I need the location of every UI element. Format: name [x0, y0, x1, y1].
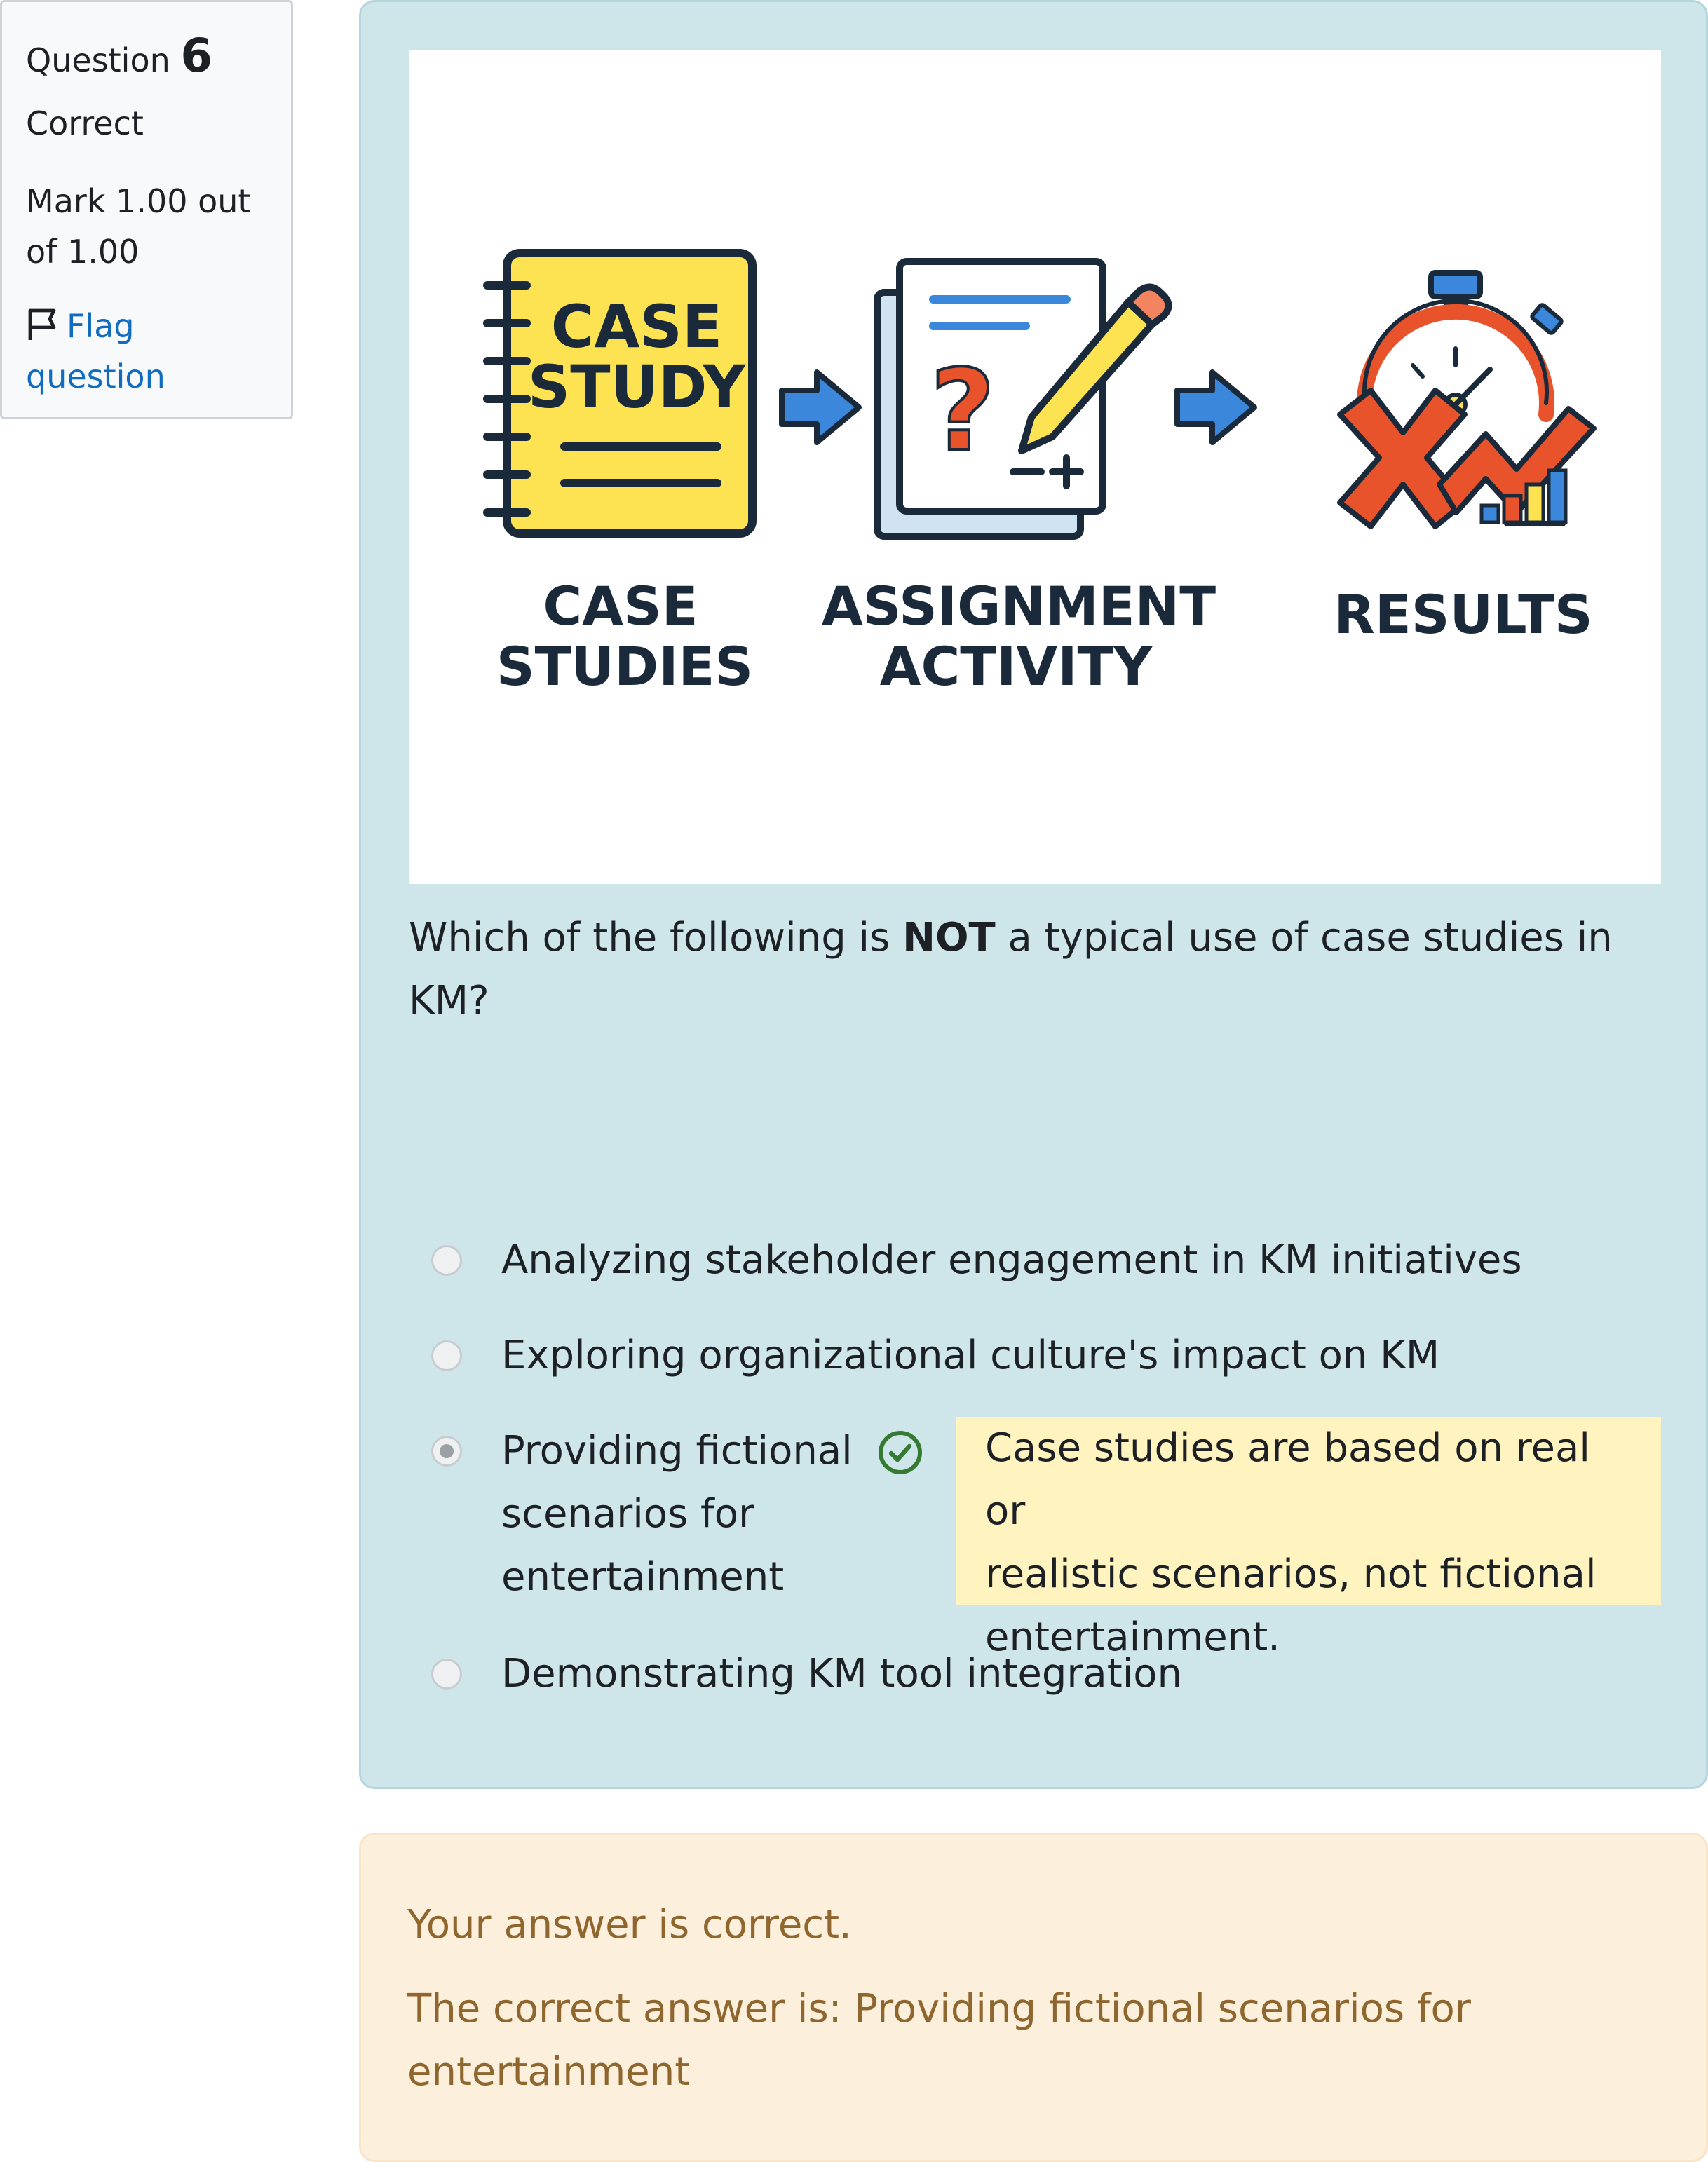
- question-text-bold: NOT: [902, 915, 996, 960]
- outcome-right-answer: The correct answer is: Providing fiction…: [407, 1986, 1471, 2095]
- svg-text:?: ?: [930, 345, 996, 476]
- specific-feedback-line-2: realistic scenarios, not fictional: [985, 1551, 1597, 1597]
- caption-assignment-1: ASSIGNMENT: [822, 575, 1216, 637]
- answer-label-3-line-2: scenarios for: [501, 1491, 755, 1537]
- flag-question-link[interactable]: Flag question: [26, 301, 278, 402]
- assignment-icon: ?: [874, 258, 1106, 540]
- answer-label-4: Demonstrating KM tool integration: [501, 1651, 1183, 1697]
- question-info-panel: Question 6 Correct Mark 1.00 out of 1.00…: [0, 0, 293, 419]
- caption-assignment-2: ACTIVITY: [880, 635, 1153, 698]
- answer-label-3-line-1: Providing fictional: [501, 1428, 853, 1474]
- cross-icon: [1337, 388, 1597, 529]
- answer-radio-3[interactable]: [431, 1436, 462, 1467]
- notebook-title-1: CASE: [551, 292, 723, 361]
- pencil-icon: [1018, 283, 1172, 454]
- specific-feedback: Case studies are based on real or realis…: [956, 1417, 1661, 1660]
- caption-results: RESULTS: [1334, 583, 1592, 646]
- question-illustration: CASE STUDY ?: [409, 50, 1661, 884]
- caption-case-studies-1: CASE: [543, 575, 698, 637]
- question-label: Question: [26, 41, 170, 79]
- answer-label-2: Exploring organizational culture's impac…: [501, 1333, 1440, 1378]
- caption-case-studies-2: STUDIES: [496, 635, 753, 698]
- question-number: Question 6: [26, 29, 212, 83]
- question-number-value: 6: [180, 29, 213, 83]
- arrow-right-icon: [779, 369, 862, 445]
- notebook-title-2: STUDY: [528, 353, 747, 421]
- question-formulation: CASE STUDY ?: [359, 0, 1708, 1789]
- answer-radio-4[interactable]: [431, 1659, 462, 1690]
- stopwatch-icon: [1357, 270, 1564, 422]
- check-circle-icon: [879, 1431, 922, 1474]
- arrow-right-icon: [1174, 369, 1257, 445]
- specific-feedback-line-3: entertainment.: [985, 1614, 1280, 1660]
- flag-icon: [28, 308, 56, 340]
- question-text: Which of the following is NOT a typical …: [409, 906, 1643, 1033]
- answer-label-1: Analyzing stakeholder engagement in KM i…: [501, 1237, 1522, 1283]
- question-outcome: Your answer is correct. The correct answ…: [359, 1833, 1708, 2162]
- notebook-icon: CASE STUDY: [483, 249, 757, 538]
- outcome-feedback: Your answer is correct.: [407, 1902, 852, 1947]
- flag-question-label: Flag question: [26, 307, 165, 395]
- answer-radio-2[interactable]: [431, 1340, 462, 1371]
- question-text-after: a typical use of case studies in KM?: [409, 915, 1613, 1024]
- question-state: Correct: [26, 104, 144, 142]
- specific-feedback-line-1: Case studies are based on real or: [985, 1425, 1590, 1534]
- question-text-before: Which of the following is: [409, 915, 903, 960]
- question-grade: Mark 1.00 out of 1.00: [26, 182, 251, 271]
- bar-chart-icon: [1479, 468, 1568, 526]
- answer-label-3-line-3: entertainment: [501, 1554, 785, 1600]
- answer-radio-1[interactable]: [431, 1245, 462, 1276]
